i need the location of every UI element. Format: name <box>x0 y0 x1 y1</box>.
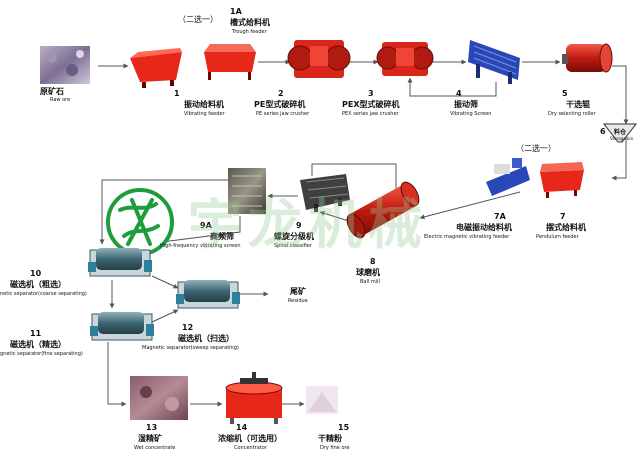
node-12-zh: 磁选机（扫选） <box>178 333 234 343</box>
node-8-en: Ball mill <box>360 279 380 285</box>
node-7-en: Pendulum feeder <box>536 234 580 240</box>
tail-en: Residue <box>288 298 308 304</box>
raw-ore-image <box>40 46 90 84</box>
arrow-9a-to-10 <box>99 179 228 245</box>
node-9-zh: 螺旋分级机 <box>274 231 314 241</box>
em-vibrating-feeder-image <box>486 158 530 196</box>
dry-roller-image <box>562 43 613 73</box>
magnetic-separator-10-image <box>88 248 152 277</box>
node-7-zh: 摆式给料机 <box>546 222 586 232</box>
node-12-en: Magnetic separator(sweep separating) <box>142 345 239 351</box>
node-2-en: PE series jaw crusher <box>256 111 310 117</box>
note-choose-one-a: （二选一） <box>178 14 218 24</box>
labels: （二选一） （二选一） 原矿石 Raw ore 1 振动给料机 Vibratin… <box>0 7 634 451</box>
node-1a-en: Trough feeder <box>231 29 268 35</box>
node-14-zh: 浓缩机（可选用） <box>218 433 282 443</box>
node-10-en: netic separator(coarse separating) <box>0 291 87 297</box>
node-7-num: 7 <box>560 212 566 221</box>
node-1a-zh: 槽式给料机 <box>230 17 270 27</box>
node-5-num: 5 <box>562 89 568 98</box>
node-14-num: 14 <box>236 423 248 432</box>
dry-fine-ore-image <box>306 386 338 414</box>
magnetic-separator-11-image <box>90 312 154 341</box>
raw-ore-zh: 原矿石 <box>40 86 64 96</box>
node-12-num: 12 <box>182 323 193 332</box>
node-9a-num: 9A <box>200 221 213 230</box>
pex-jaw-crusher-image <box>376 42 434 76</box>
node-4-num: 4 <box>456 89 462 98</box>
pe-jaw-crusher-image <box>287 40 351 78</box>
node-10-zh: 磁选机（粗选） <box>10 279 66 289</box>
node-2-zh: PE型式破碎机 <box>254 99 305 109</box>
node-8-zh: 球磨机 <box>356 267 380 277</box>
arrow-11-to-13 <box>107 342 127 407</box>
node-7a-en: Electric magnetic vibrating feeder <box>424 234 510 240</box>
hf-screen-image <box>228 168 266 214</box>
node-8-num: 8 <box>370 257 376 266</box>
arrow-7-to-8 <box>419 191 521 220</box>
pendulum-feeder-image <box>540 162 584 198</box>
node-13-zh: 湿精矿 <box>138 433 162 443</box>
node-9-en: Spiral classifier <box>274 243 313 249</box>
arrow-5-to-6 <box>612 65 629 125</box>
node-7a-zh: 电磁振动给料机 <box>456 222 512 232</box>
node-6-num: 6 <box>600 127 606 136</box>
node-13-en: Wet concentrate <box>134 445 175 451</box>
node-1-zh: 振动给料机 <box>184 99 224 109</box>
watermark: 宇龙机械 <box>188 192 428 256</box>
concentrator-image <box>225 372 283 424</box>
node-1a-num: 1A <box>230 7 243 16</box>
node-5-en: Dry selecting roller <box>548 111 596 117</box>
node-15-en: Dry fine ore <box>320 445 350 451</box>
node-4-en: Vibrating Screen <box>450 111 491 117</box>
node-9a-zh: 高频筛 <box>210 231 234 241</box>
node-2-num: 2 <box>278 89 284 98</box>
node-4-zh: 振动筛 <box>454 99 478 109</box>
node-3-num: 3 <box>368 89 374 98</box>
node-6-en: Storage bin <box>610 136 634 141</box>
wet-concentrate-image <box>130 376 188 420</box>
arrow-10-to-12 <box>151 275 179 289</box>
arrow-9-return <box>311 163 399 199</box>
storage-bin-image <box>602 123 638 143</box>
note-choose-one-b: （二选一） <box>516 143 556 153</box>
tail-zh: 尾矿 <box>289 286 306 296</box>
vibrating-screen-image <box>468 40 520 84</box>
node-14-en: Concentrator <box>234 445 268 451</box>
raw-ore-en: Raw ore <box>50 97 70 103</box>
node-11-zh: 磁选机（精选） <box>10 339 66 349</box>
node-7a-num: 7A <box>494 212 507 221</box>
node-9-num: 9 <box>296 221 302 230</box>
arrow-5-to-7 <box>611 132 627 181</box>
node-9a-en: High-frequency vibrating screen <box>160 243 241 249</box>
node-6-zh: 料仓 <box>614 128 627 136</box>
ball-mill-image <box>346 181 420 239</box>
magnetic-separator-12-image <box>176 280 240 309</box>
node-15-zh: 干精粉 <box>318 433 342 443</box>
connectors <box>98 59 629 407</box>
node-1-num: 1 <box>174 89 180 98</box>
arrow-9a-to-10-side <box>145 216 241 246</box>
node-10-num: 10 <box>30 269 42 278</box>
arrow-11-to-12 <box>151 309 179 323</box>
vibrating-feeder-image <box>130 48 182 88</box>
node-1-en: Vibrating feeder <box>184 111 225 117</box>
spiral-classifier-image <box>300 174 350 212</box>
node-3-en: PEX series jaw crusher <box>342 111 400 117</box>
node-13-num: 13 <box>146 423 157 432</box>
trough-feeder-image <box>204 44 256 80</box>
node-11-en: gnetic separator(fine separating) <box>0 351 83 357</box>
node-5-zh: 干选辊 <box>566 99 590 109</box>
arrow-4-return <box>407 77 497 97</box>
node-11-num: 11 <box>30 329 42 338</box>
node-15-num: 15 <box>338 423 350 432</box>
node-3-zh: PEX型式破碎机 <box>342 99 400 109</box>
